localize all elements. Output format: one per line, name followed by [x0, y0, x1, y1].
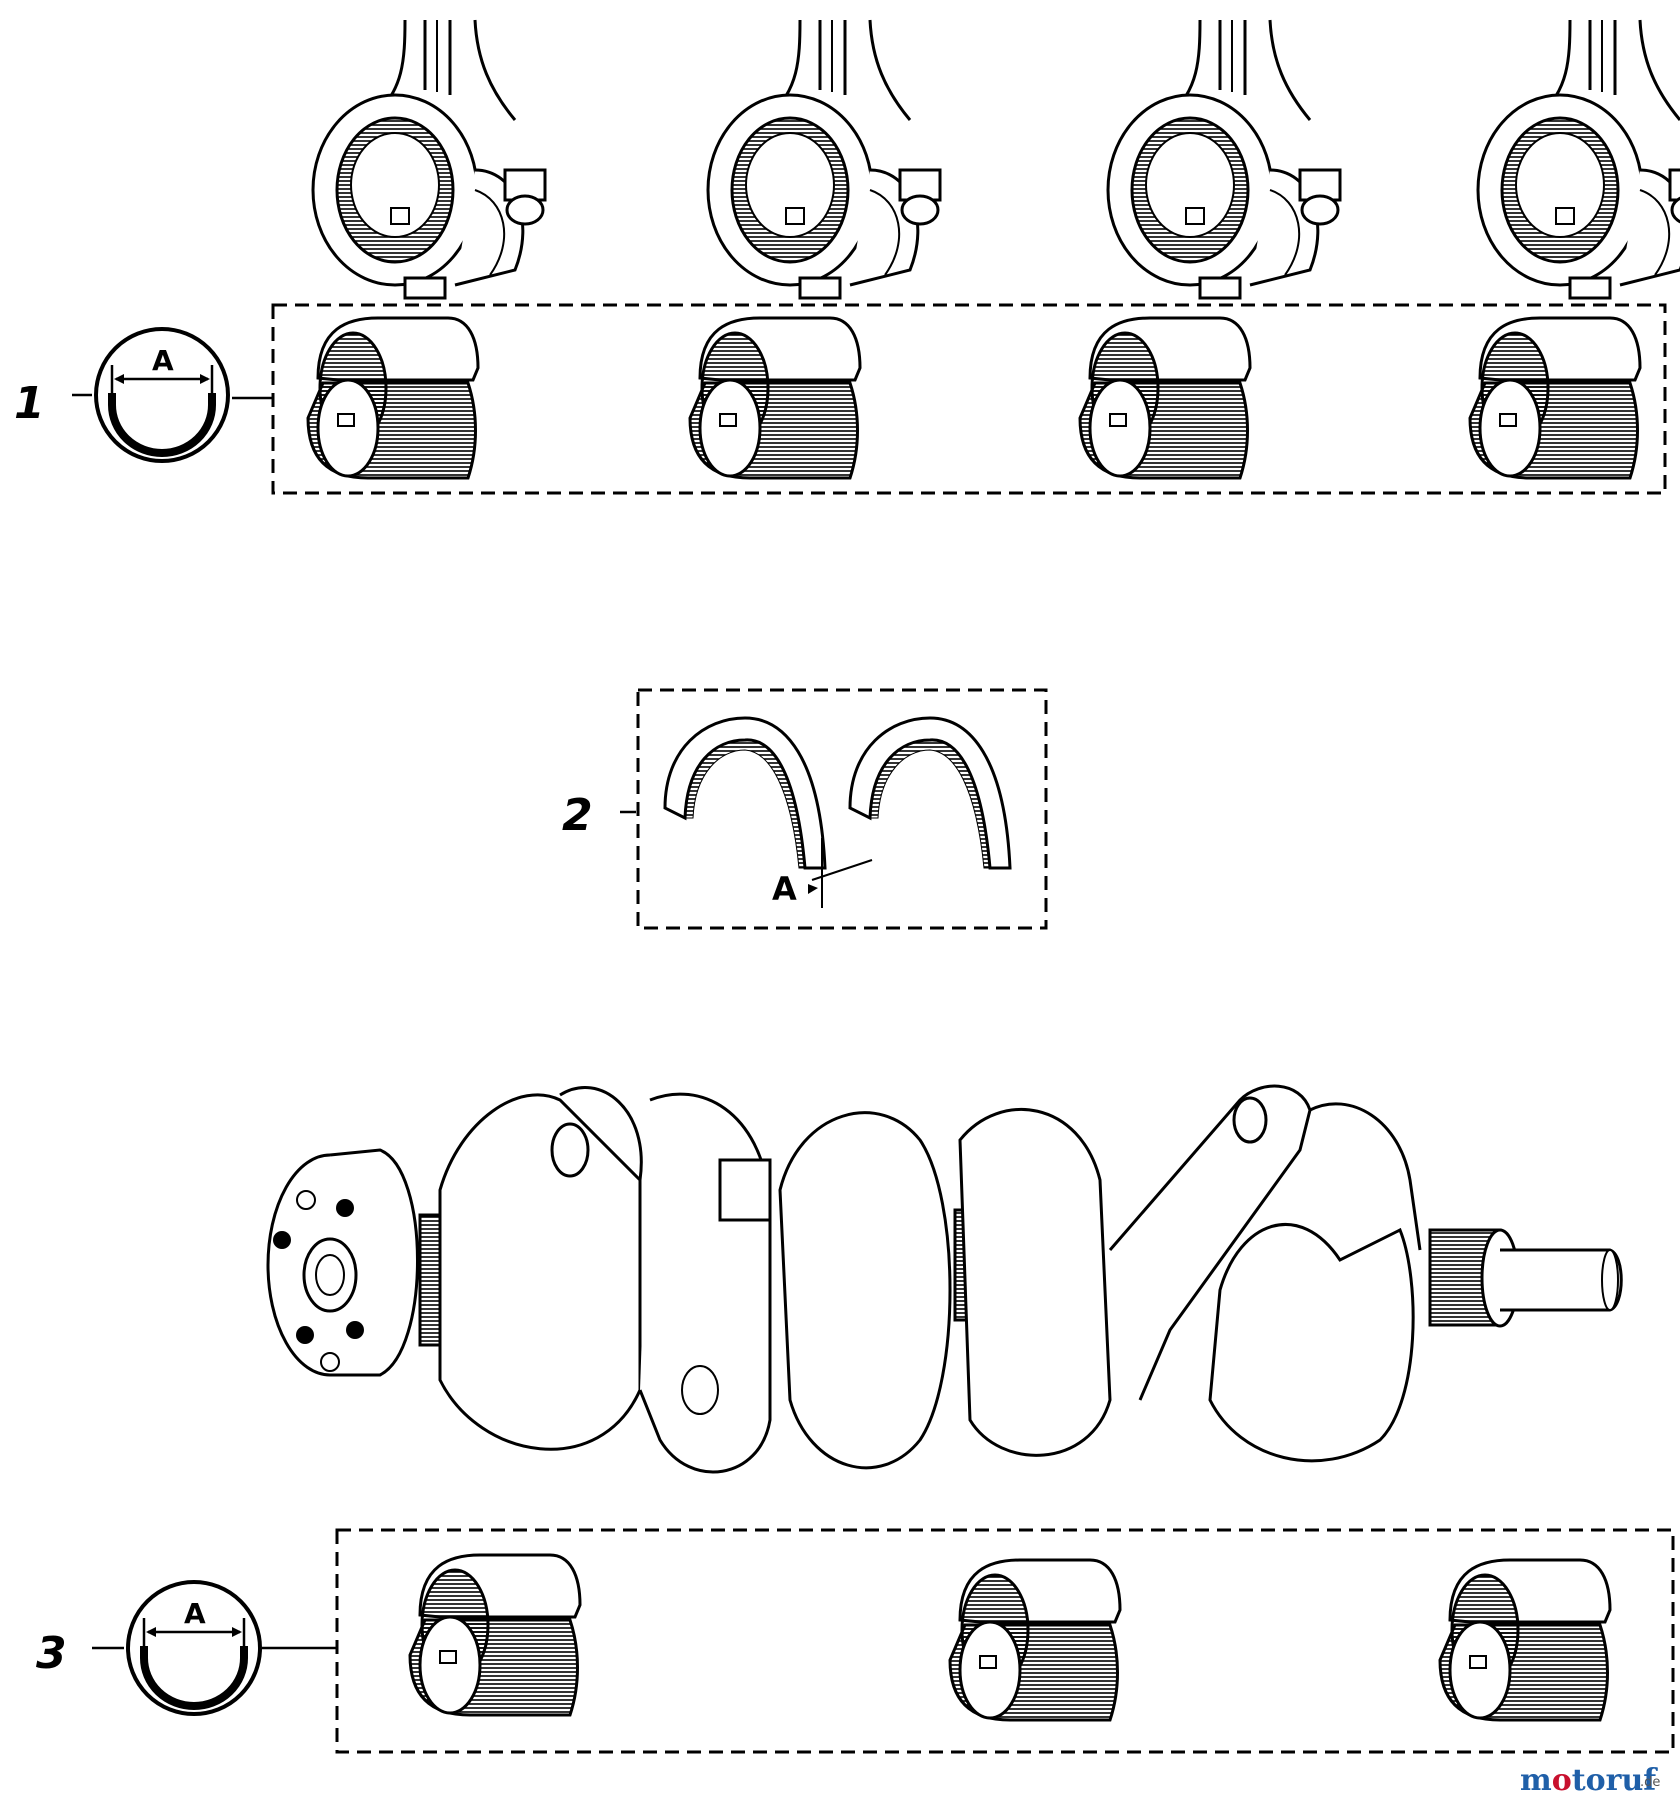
group3-dashed-frame	[335, 1528, 1675, 1754]
group2-dashed-frame	[636, 688, 1048, 930]
main-bearings	[408, 1553, 1612, 1722]
connecting-rods	[311, 18, 1680, 300]
group1-dashed-frame	[271, 303, 1667, 495]
group1-callout: 1 A	[14, 329, 272, 461]
dimension-a-3: A	[184, 1597, 206, 1630]
rod-bearing-1	[306, 316, 480, 480]
rod-bearings	[306, 316, 1642, 480]
group2-callout: 2	[562, 790, 636, 841]
svg-text:motoruf: motoruf	[1520, 1763, 1658, 1798]
thrust-washers	[663, 716, 1012, 870]
rod-bearing-3	[1078, 316, 1252, 480]
rod-bearing-4	[1468, 316, 1642, 480]
connecting-rod-4	[1476, 18, 1680, 300]
group3-callout: 3 A	[36, 1582, 336, 1714]
callout-3: 3	[36, 1628, 67, 1679]
watermark-logo: motoruf .de	[1520, 1763, 1660, 1798]
connecting-rod-2	[706, 18, 942, 300]
connecting-rod-1	[311, 18, 547, 300]
callout-1: 1	[14, 378, 45, 429]
main-bearing-3	[1438, 1558, 1612, 1722]
dimension-a-2: A	[772, 870, 797, 908]
main-bearing-1	[408, 1553, 582, 1717]
crankshaft	[266, 1084, 1623, 1474]
rod-bearing-2	[688, 316, 862, 480]
thrust-washer-2	[848, 716, 1012, 870]
thrust-washer-1	[663, 716, 827, 870]
callout-2: 2	[562, 790, 593, 841]
thrust-dimension: A	[772, 838, 873, 908]
connecting-rod-3	[1106, 18, 1342, 300]
svg-text:.de: .de	[1640, 1775, 1660, 1790]
main-bearing-2	[948, 1558, 1122, 1722]
dimension-a-1: A	[152, 344, 174, 377]
